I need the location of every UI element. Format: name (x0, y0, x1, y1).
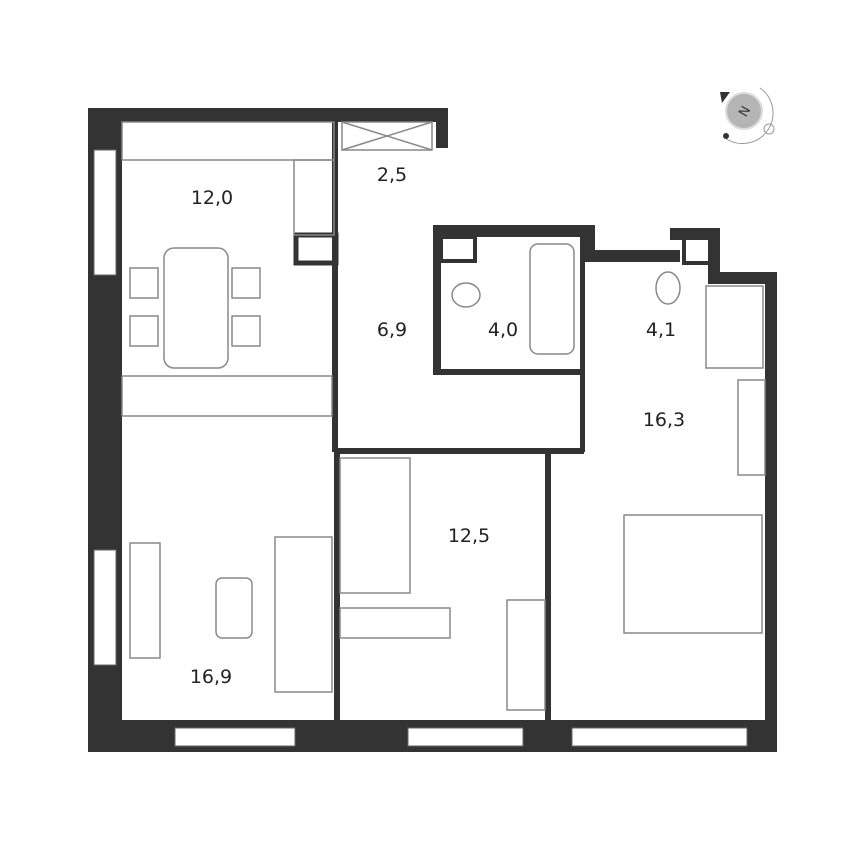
wall-bath-top (433, 225, 595, 237)
wall-living-child (334, 448, 340, 720)
desk (339, 607, 451, 639)
kitchen-counter (121, 121, 335, 161)
room-area-hallway: 6,9 (376, 319, 408, 341)
windows (93, 149, 748, 747)
wall-bath-wc (580, 237, 585, 452)
wardrobe (341, 121, 433, 151)
dining-table (163, 247, 229, 369)
wall-kitchen-hall (332, 122, 338, 452)
wall-bath-bottom (433, 369, 585, 375)
furniture (121, 121, 766, 711)
room-area-kitchen: 12,0 (190, 187, 234, 209)
bookshelf (506, 599, 546, 711)
outer-wall-top (88, 108, 448, 122)
wall-bedroom-top (708, 272, 777, 284)
outer-wall-right (765, 272, 777, 752)
wall-vestibule-right (436, 108, 448, 148)
room-area-bathroom: 4,0 (487, 319, 519, 341)
compass: N (720, 87, 775, 145)
shower (705, 285, 764, 369)
child-bed (339, 457, 411, 594)
room-area-bedroom: 16,3 (642, 409, 686, 431)
bedroom-wardrobe (737, 379, 766, 476)
room-area-living-room: 16,9 (189, 666, 233, 688)
room-area-child-room: 12,5 (447, 525, 491, 547)
bathtub (529, 243, 575, 355)
wall-child-bedroom (545, 448, 551, 720)
wall-bath-left (433, 225, 441, 375)
coffee-table (215, 577, 253, 639)
room-area-vestibule: 2,5 (376, 164, 408, 186)
room-area-wc: 4,1 (645, 319, 677, 341)
tv-stand (129, 542, 161, 659)
double-bed (623, 514, 763, 634)
sofa (274, 536, 333, 693)
curtain (121, 375, 333, 417)
wall-hall-bottom (336, 448, 584, 454)
